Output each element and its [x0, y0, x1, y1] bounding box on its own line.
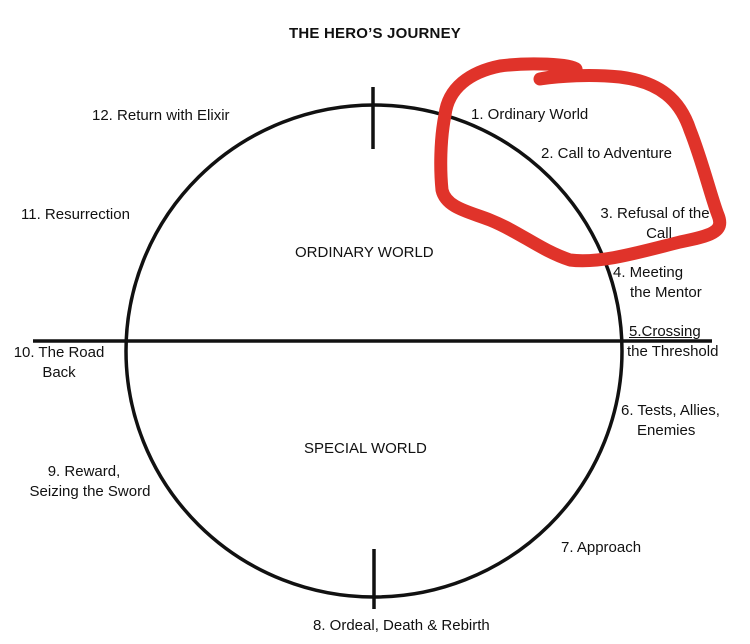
stage-label-12: 12. Return with Elixir [92, 106, 230, 126]
stage-label-11: 11. Resurrection [21, 205, 130, 225]
stage-6-line-1: 6. Tests, Allies, [621, 402, 720, 419]
stage-5-line-1: 5.Crossing [629, 323, 701, 340]
stage-label-9: 9. Reward, Seizing the Sword [20, 462, 160, 502]
stage-label-10: 10. The Road Back [5, 343, 113, 383]
stage-3-line-2: Call [646, 225, 672, 242]
stage-4-line-2: the Mentor [630, 284, 702, 301]
stage-9-line-1: 9. Reward, [47, 463, 121, 480]
stage-9-line-2: Seizing the Sword [29, 483, 151, 500]
stage-label-8: 8. Ordeal, Death & Rebirth [313, 616, 490, 636]
stage-3-line-1: 3. Refusal of the [600, 205, 710, 222]
stage-8-line-1: 8. Ordeal, Death & Rebirth [313, 617, 490, 634]
stage-6-line-2: Enemies [637, 422, 696, 439]
stage-10-line-1: 10. The Road [13, 344, 105, 361]
stage-1-line-1: 1. Ordinary World [471, 106, 589, 123]
region-label-special-world: SPECIAL WORLD [304, 440, 427, 457]
stage-7-line-1: 7. Approach [561, 539, 642, 556]
stage-label-4: 4. Meeting the Mentor [613, 263, 702, 303]
region-label-ordinary-world: ORDINARY WORLD [295, 244, 434, 261]
stage-2-line-1: 2. Call to Adventure [541, 145, 672, 162]
stage-label-2: 2. Call to Adventure [541, 144, 672, 164]
stage-label-3: 3. Refusal of the Call [592, 204, 718, 244]
stage-12-line-1: 12. Return with Elixir [92, 107, 230, 124]
diagram-title: THE HERO’S JOURNEY [289, 25, 461, 42]
journey-circle [124, 103, 624, 599]
stage-5-line-2: the Threshold [627, 343, 719, 360]
stage-label-1: 1. Ordinary World [471, 105, 588, 125]
stage-11-line-1: 11. Resurrection [21, 206, 130, 223]
stage-label-5: 5.Crossing the Threshold [627, 322, 718, 362]
stage-4-line-1: 4. Meeting [613, 264, 684, 281]
red-annotation-circle [434, 57, 727, 268]
stage-label-7: 7. Approach [561, 538, 641, 558]
stage-10-line-2: Back [42, 364, 76, 381]
stage-label-6: 6. Tests, Allies, Enemies [621, 401, 720, 441]
